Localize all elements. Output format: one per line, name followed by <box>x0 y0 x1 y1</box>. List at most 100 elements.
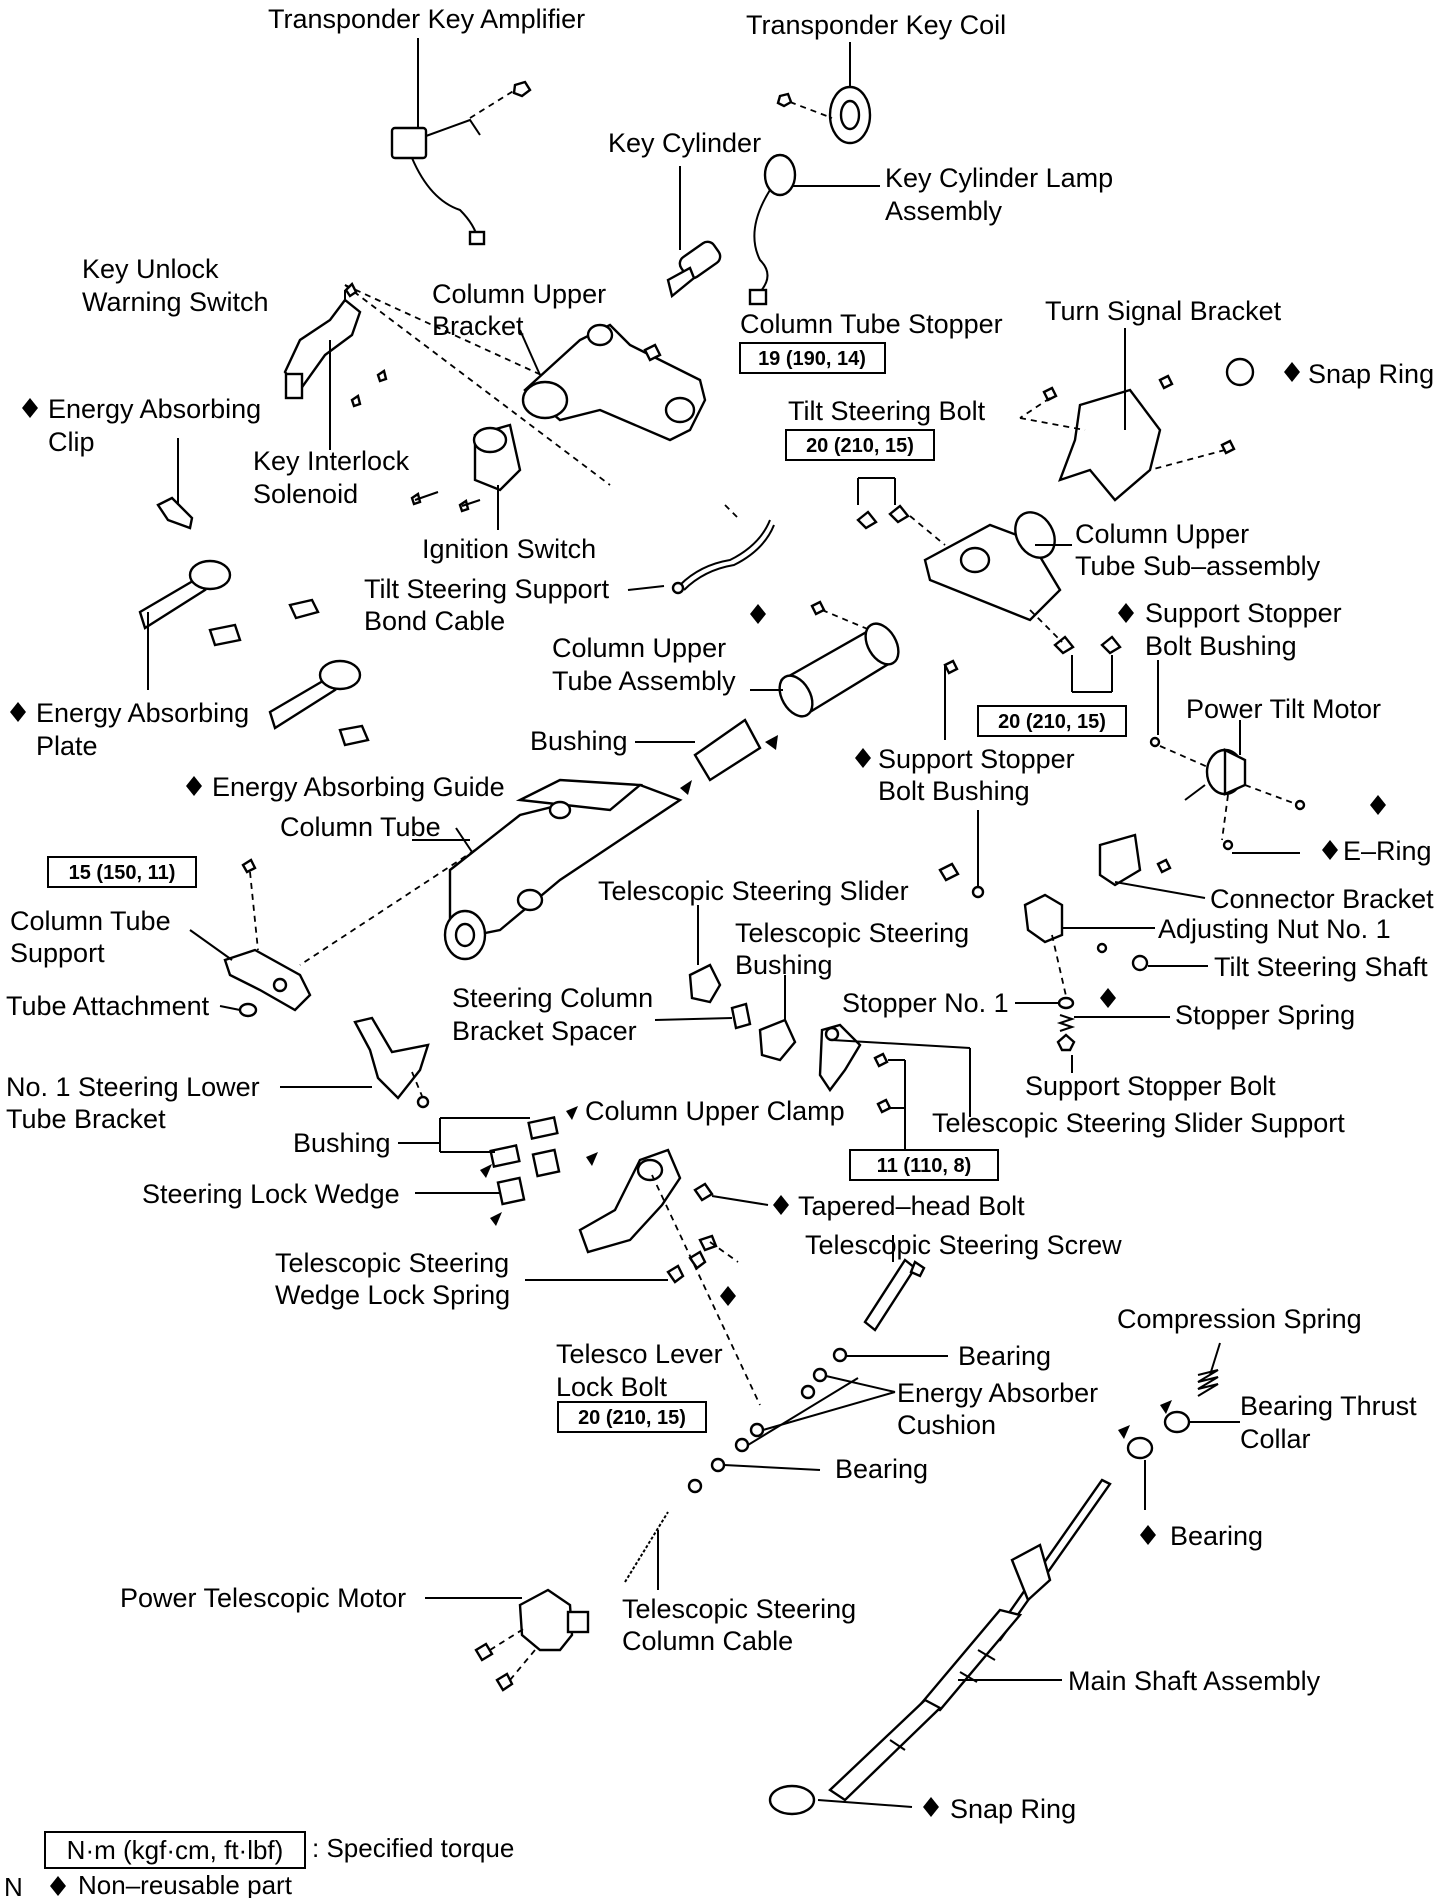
stopper-spring-part <box>1056 1014 1076 1032</box>
label-stopper-spring: Stopper Spring <box>1175 1000 1355 1030</box>
legend-corner-letter: N <box>4 1872 23 1898</box>
column-upper-bracket-part <box>521 323 707 442</box>
column-upper-tube-sub-part <box>856 504 1122 655</box>
label-telesco-lever-1: Telesco Lever <box>556 1339 723 1369</box>
label-power-telescopic-motor: Power Telescopic Motor <box>120 1583 406 1613</box>
label-energy-absorbing-clip-2: Clip <box>48 427 95 457</box>
torque-tilt-steering-bolt: 20 (210, 15) <box>806 435 914 457</box>
label-turn-signal-bracket: Turn Signal Bracket <box>1045 296 1282 326</box>
label-key-unlock-1: Key Unlock <box>82 254 219 284</box>
torque-upper-tube-sub: 20 (210, 15) <box>998 711 1106 733</box>
label-upper-tube-sub-2: Tube Sub–assembly <box>1075 551 1321 581</box>
legend: N·m (kgf·cm, ft·lbf) : Specified torque … <box>4 1831 514 1898</box>
label-column-tube-support-2: Support <box>10 938 105 968</box>
power-telescopic-motor-part <box>474 1588 590 1692</box>
telescopic-cable-part <box>624 1511 669 1583</box>
grease-arrows <box>480 735 1172 1439</box>
label-bushing-upper: Bushing <box>530 726 628 756</box>
thrust-collar-part <box>1126 1369 1219 1460</box>
label-energy-absorbing-plate-1: Energy Absorbing <box>36 698 249 728</box>
connector-bracket-part <box>1098 833 1142 887</box>
label-telescopic-cable-2: Column Cable <box>622 1626 793 1656</box>
label-telescopic-cable-1: Telescopic Steering <box>622 1594 856 1624</box>
label-column-tube: Column Tube <box>280 812 441 842</box>
label-no1-lower-bracket-2: Tube Bracket <box>6 1104 166 1134</box>
label-support-stopper-bolt: Support Stopper Bolt <box>1025 1071 1276 1101</box>
label-snap-ring-bottom: Snap Ring <box>950 1794 1076 1824</box>
key-unlock-warning-switch-part <box>283 281 611 486</box>
label-energy-absorbing-plate-2: Plate <box>36 731 98 761</box>
label-thrust-collar-2: Collar <box>1240 1424 1311 1454</box>
telescopic-screw-part <box>863 1258 926 1332</box>
label-tilt-steering-bolt: Tilt Steering Bolt <box>788 396 986 426</box>
torque-box-slider-support <box>849 1149 999 1181</box>
label-energy-absorber-cushion-2: Cushion <box>897 1410 996 1440</box>
torque-box-upper-tube-sub <box>977 705 1127 737</box>
torque-box-column-tube-stopper <box>739 342 886 374</box>
support-stopper-bolt-part <box>1056 1033 1076 1052</box>
label-power-tilt-motor: Power Tilt Motor <box>1186 694 1381 724</box>
ignition-switch-part <box>410 423 522 513</box>
small-pin-part <box>1096 942 1108 954</box>
label-bracket-spacer-1: Steering Column <box>452 983 653 1013</box>
label-stopper-bushing-center-2: Bolt Bushing <box>878 776 1030 806</box>
label-slider-support: Telescopic Steering Slider Support <box>932 1108 1345 1138</box>
label-telescopic-bushing-2: Bushing <box>735 950 833 980</box>
label-upper-tube-asm-2: Tube Assembly <box>552 666 736 696</box>
tilt-steering-shaft-part <box>1131 954 1149 972</box>
label-tilt-bond-cable-2: Bond Cable <box>364 606 505 636</box>
torque-box-telesco-lever <box>557 1401 707 1433</box>
tilt-bond-cable-part <box>671 504 775 595</box>
bracket-spacer-part <box>730 1002 752 1030</box>
energy-absorbing-plate-part <box>138 559 370 747</box>
label-column-tube-support-1: Column Tube <box>10 906 171 936</box>
main-shaft-part <box>828 1478 1112 1802</box>
label-bearing-1: Bearing <box>958 1341 1051 1371</box>
column-tube-support-part <box>223 858 312 1012</box>
torque-slider-support: 11 (110, 8) <box>877 1155 972 1177</box>
label-snap-ring-top: Snap Ring <box>1308 359 1434 389</box>
label-connector-bracket: Connector Bracket <box>1210 884 1434 914</box>
torque-boxes: 19 (190, 14) 20 (210, 15) 20 (210, 15) 1… <box>47 342 1127 1433</box>
telescopic-bushing-part <box>758 1018 797 1062</box>
legend-diamond-icon <box>50 1876 66 1896</box>
label-e-ring: E–Ring <box>1343 836 1432 866</box>
part-labels: Transponder Key Amplifier Transponder Ke… <box>6 4 1434 1824</box>
bushing-upper-part <box>693 718 762 782</box>
label-key-interlock-1: Key Interlock <box>253 446 410 476</box>
label-tapered-head-bolt: Tapered–head Bolt <box>798 1191 1025 1221</box>
label-upper-tube-asm-1: Column Upper <box>552 633 726 663</box>
label-main-shaft-assembly: Main Shaft Assembly <box>1068 1666 1321 1696</box>
torque-column-tube-support: 15 (150, 11) <box>69 862 176 884</box>
label-telesco-lever-2: Lock Bolt <box>556 1372 668 1402</box>
label-column-tube-stopper: Column Tube Stopper <box>740 309 1003 339</box>
label-column-upper-bracket-2: Bracket <box>432 311 524 341</box>
column-upper-tube-assembly-part <box>778 600 959 718</box>
label-key-cylinder-lamp-1: Key Cylinder Lamp <box>885 163 1113 193</box>
label-adjusting-nut: Adjusting Nut No. 1 <box>1158 914 1391 944</box>
legend-torque-box <box>44 1831 306 1869</box>
label-stopper-bushing-right-2: Bolt Bushing <box>1145 631 1297 661</box>
parts-layer <box>138 80 1306 1816</box>
label-key-cylinder: Key Cylinder <box>608 128 761 158</box>
label-telescopic-slider: Telescopic Steering Slider <box>598 876 909 906</box>
torque-column-tube-stopper: 19 (190, 14) <box>758 348 866 370</box>
turn-signal-bracket-part <box>1019 374 1236 502</box>
stopper-stack-line <box>1051 934 1067 997</box>
label-bearing-2: Bearing <box>835 1454 928 1484</box>
energy-absorbing-clip-part <box>156 496 194 530</box>
tube-attachment-part <box>238 1002 258 1018</box>
adjusting-nut-part <box>1023 893 1064 944</box>
label-wedge-lock-spring-1: Telescopic Steering <box>275 1248 509 1278</box>
label-thrust-collar-1: Bearing Thrust <box>1240 1391 1417 1421</box>
transponder-key-coil-part <box>776 85 872 145</box>
leader-lines <box>147 38 1300 1808</box>
label-bushing-lower: Bushing <box>293 1128 391 1158</box>
label-no1-lower-bracket-1: No. 1 Steering Lower <box>6 1072 260 1102</box>
legend-non-reusable: Non–reusable part <box>78 1870 293 1898</box>
label-stopper-no1: Stopper No. 1 <box>842 988 1009 1018</box>
stopper-bushing-center-part <box>971 885 985 899</box>
label-column-upper-bracket-1: Column Upper <box>432 279 606 309</box>
label-bearing-3: Bearing <box>1170 1521 1263 1551</box>
